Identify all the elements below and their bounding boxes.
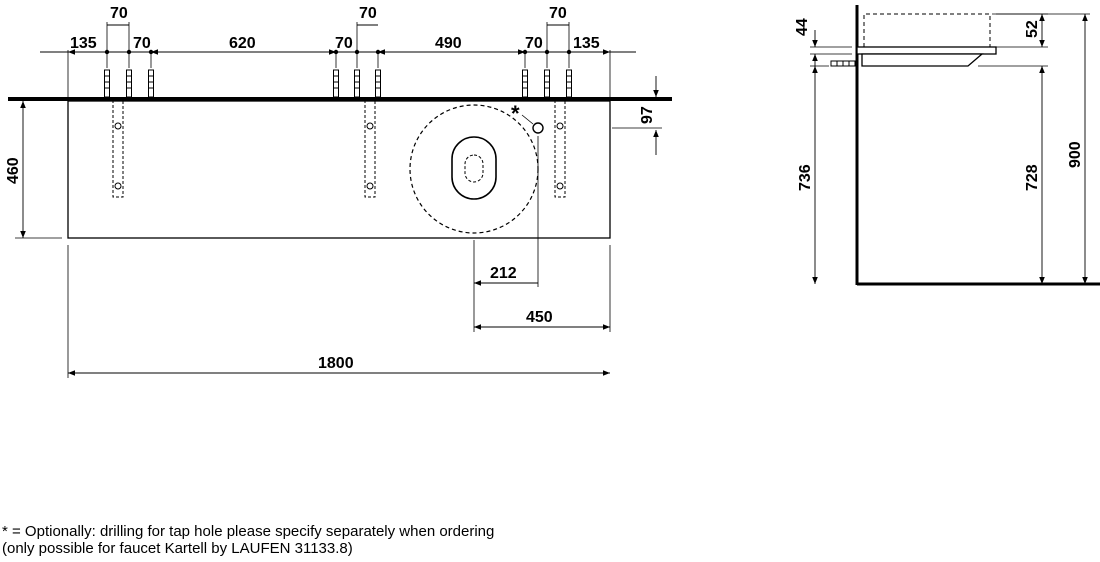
dim-490: 490	[435, 35, 462, 52]
mounting-studs	[104, 69, 572, 98]
dim-1800: 1800	[318, 355, 354, 372]
dimension-dots	[104, 49, 572, 55]
side-support	[861, 53, 984, 67]
dim-900: 900	[1067, 141, 1084, 168]
dim-450: 450	[526, 309, 553, 326]
bracket-right	[554, 100, 566, 198]
side-bowl-dashed	[863, 13, 991, 47]
dim-52: 52	[1024, 20, 1041, 38]
stud-group-left	[104, 69, 154, 98]
tap-hole-marker: *	[511, 101, 520, 126]
dim-70-b: 70	[335, 35, 353, 52]
basin-bowl	[451, 136, 497, 200]
side-countertop	[856, 46, 997, 55]
dim-70-c: 70	[525, 35, 543, 52]
dim-97: 97	[639, 106, 656, 124]
front-view: *	[5, 5, 672, 378]
stud-group-middle	[333, 69, 381, 98]
tap-hole-optional	[532, 122, 544, 134]
dim-70-top-left: 70	[110, 5, 128, 22]
footnote-line-1: * = Optionally: drilling for tap hole pl…	[2, 523, 495, 540]
basin-drain	[464, 154, 484, 183]
dim-44: 44	[794, 18, 811, 36]
dim-135-left: 135	[70, 35, 97, 52]
stud-group-right	[522, 69, 572, 98]
dim-70-top-right: 70	[549, 5, 567, 22]
bracket-left	[112, 100, 124, 198]
dim-728: 728	[1024, 164, 1041, 191]
cabinet-outline	[67, 100, 611, 239]
bracket-middle	[364, 100, 376, 198]
dim-736: 736	[797, 164, 814, 191]
side-view: 44 52 736 728 900	[794, 5, 1100, 286]
dim-460: 460	[5, 157, 22, 184]
dim-212: 212	[490, 265, 517, 282]
dim-70-a: 70	[133, 35, 151, 52]
dim-70-top-mid: 70	[359, 5, 377, 22]
dim-620: 620	[229, 35, 256, 52]
dim-135-right: 135	[573, 35, 600, 52]
basin	[409, 104, 544, 234]
hidden-brackets	[112, 100, 566, 198]
footnote-line-2: (only possible for faucet Kartell by LAU…	[2, 540, 353, 557]
